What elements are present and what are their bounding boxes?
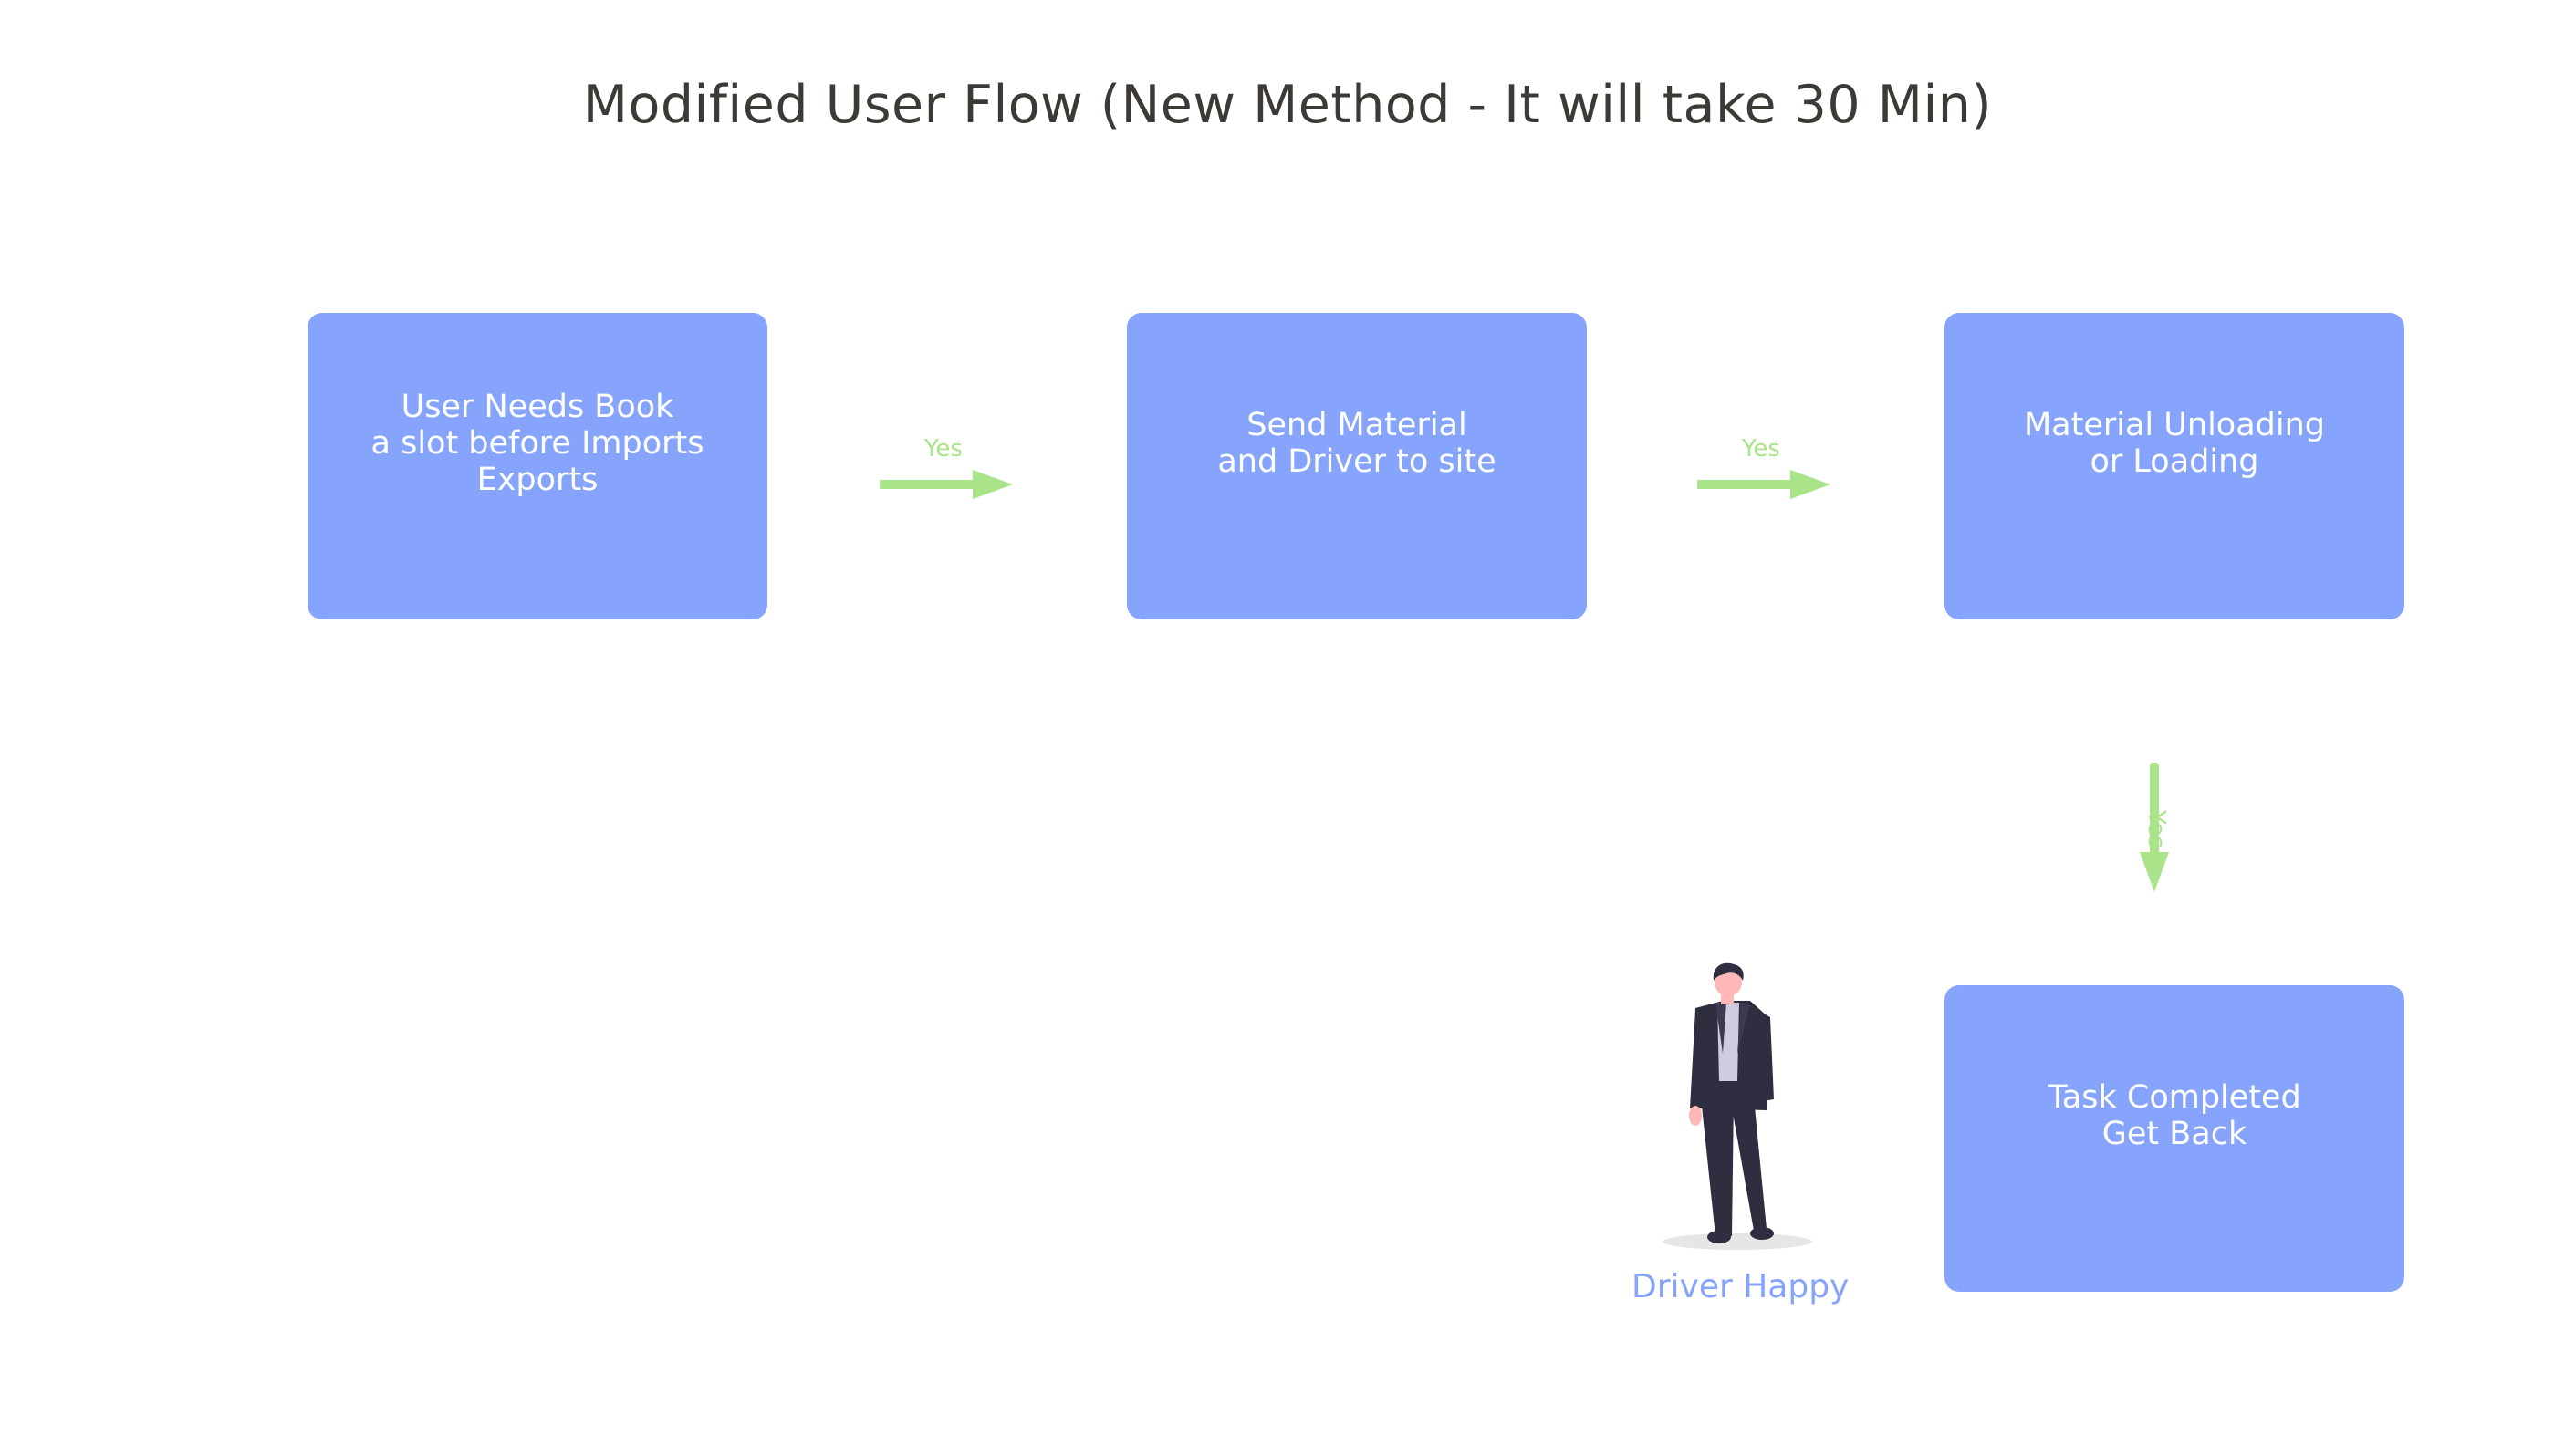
step-box-text: User Needs Book a slot before Imports Ex…	[371, 389, 704, 498]
step-line: and Driver to site	[1217, 443, 1496, 480]
standing-man-icon	[1663, 962, 1812, 1250]
arrow-right-icon	[880, 470, 1013, 499]
step-box-text: Material Unloading or Loading	[2024, 407, 2325, 480]
step-line: or Loading	[2090, 443, 2259, 480]
connector-label: Yes	[924, 435, 963, 463]
step-box-task-completed: Task Completed Get Back	[1944, 985, 2404, 1292]
step-box-send-material: Send Material and Driver to site	[1127, 313, 1587, 619]
diagram-title: Modified User Flow (New Method - It will…	[582, 75, 1993, 135]
step-line: Send Material	[1246, 407, 1467, 443]
arrow-down-icon	[2140, 763, 2169, 892]
step-box-text: Send Material and Driver to site	[1217, 407, 1496, 480]
driver-label: Driver Happy	[1632, 1268, 1850, 1305]
connector-label: Yes	[2142, 810, 2170, 848]
step-box-book-slot: User Needs Book a slot before Imports Ex…	[308, 313, 767, 619]
step-box-text: Task Completed Get Back	[2048, 1079, 2301, 1152]
connector-label: Yes	[1742, 435, 1780, 463]
step-line: Material Unloading	[2023, 407, 2326, 443]
step-line: Exports	[476, 462, 599, 498]
step-box-unloading: Material Unloading or Loading	[1944, 313, 2404, 619]
step-line: Get Back	[2101, 1116, 2247, 1152]
step-line: User Needs Book	[401, 389, 674, 425]
arrow-right-icon	[1697, 470, 1830, 499]
step-line: Task Completed	[2048, 1079, 2301, 1116]
step-line: a slot before Imports	[370, 425, 704, 462]
